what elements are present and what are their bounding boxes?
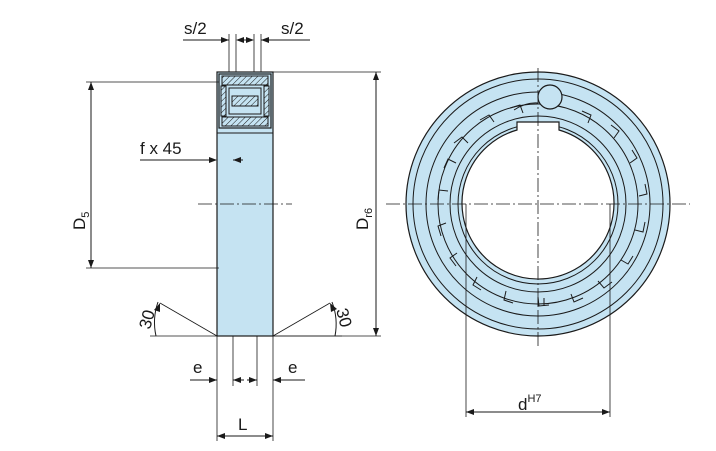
dr6-label: Dr6 (353, 208, 375, 230)
side-view: s/2 s/2 f x 45 D5 Dr6 30 30 (70, 19, 381, 441)
e-right-label: e (288, 358, 297, 377)
s-half-left-label: s/2 (184, 19, 207, 38)
roller-segments (437, 104, 648, 307)
bearing-section (218, 73, 272, 129)
s-half-right-label: s/2 (281, 19, 304, 38)
e-left-label: e (193, 358, 202, 377)
angle-right-label: 30 (332, 306, 355, 329)
d5-label: D5 (70, 212, 92, 230)
length-label: L (238, 415, 247, 434)
angle-left-label: 30 (136, 308, 159, 331)
spring-ball (537, 84, 563, 110)
front-view: dH7 (386, 68, 690, 417)
chamfer-label: f x 45 (140, 139, 182, 158)
bore-label: dH7 (518, 393, 542, 414)
